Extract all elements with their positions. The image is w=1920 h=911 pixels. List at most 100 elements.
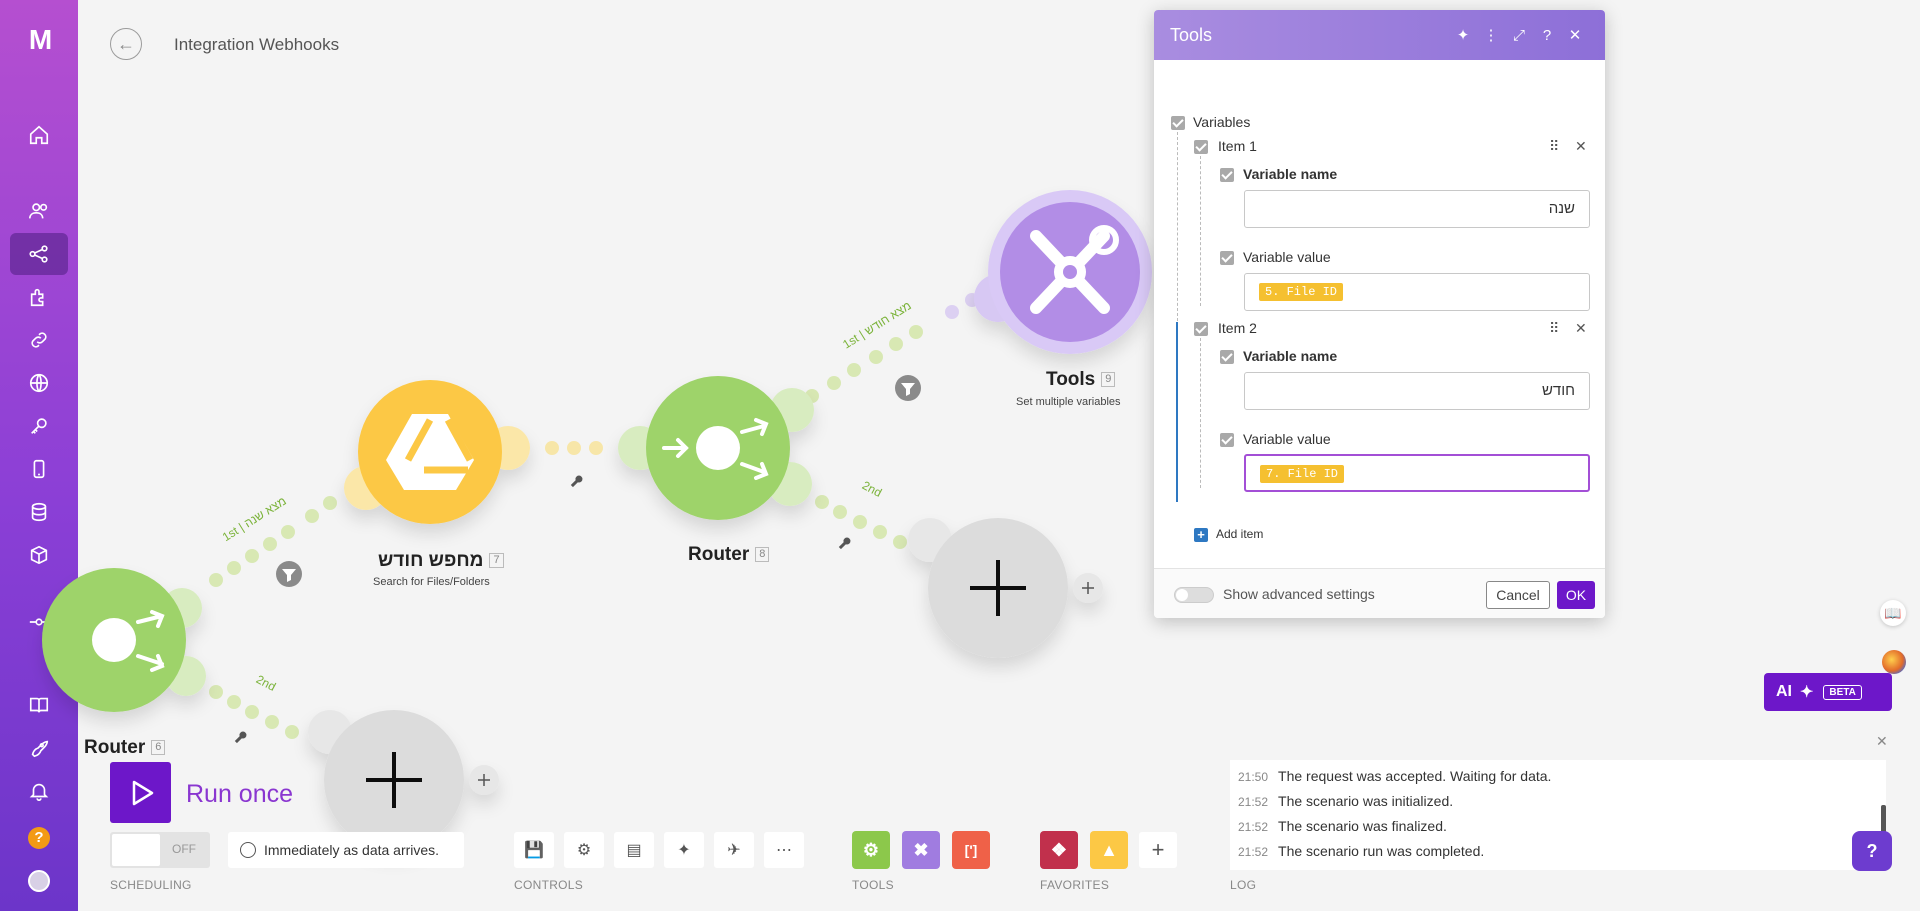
webhooks-icon[interactable]: ❖ [1040, 831, 1078, 869]
auto-align-icon[interactable]: ✦ [664, 832, 704, 868]
mapped-value-pill[interactable]: 5. File ID [1259, 283, 1344, 302]
make-logo[interactable]: M [28, 24, 52, 55]
add-favorite-icon[interactable]: + [1139, 832, 1177, 868]
toggle-knob [112, 834, 160, 866]
mapped-value-pill[interactable]: 7. File ID [1260, 465, 1345, 484]
support-chat-icon[interactable]: ? [1852, 831, 1892, 871]
variable-value-label: Variable value [1243, 249, 1331, 265]
explain-flow-icon[interactable]: ✈ [714, 832, 754, 868]
settings-icon[interactable]: ⚙ [564, 832, 604, 868]
cancel-button[interactable]: Cancel [1486, 581, 1550, 609]
notifications-icon[interactable] [10, 770, 68, 812]
variable-name-input[interactable]: שנה [1244, 190, 1590, 228]
drag-handle-icon[interactable]: ⠿ [1549, 320, 1560, 336]
more-icon[interactable]: ⋮ [1483, 27, 1499, 44]
scenarios-icon[interactable] [10, 233, 68, 275]
datastores-icon[interactable] [10, 491, 68, 533]
item-1-checkbox[interactable] [1194, 140, 1208, 154]
item-2-title: Item 2 [1218, 320, 1257, 336]
variable-name-label: Variable name [1243, 166, 1338, 182]
remove-item-icon[interactable]: ✕ [1575, 138, 1587, 154]
variable-value-label: Variable value [1243, 431, 1331, 447]
log-scrollbar[interactable] [1881, 805, 1886, 841]
variable-name-input[interactable]: חודש [1244, 372, 1590, 410]
variables-checkbox[interactable] [1171, 116, 1185, 130]
close-log-icon[interactable]: ✕ [1876, 733, 1888, 749]
remove-item-icon[interactable]: ✕ [1575, 320, 1587, 336]
ai-sparkle-icon[interactable]: ✦ [1456, 27, 1470, 44]
item-2-checkbox[interactable] [1194, 322, 1208, 336]
help-icon[interactable]: ? [28, 827, 50, 849]
section-label-favorites: FAVORITES [1040, 878, 1110, 892]
ai-assistant-button[interactable]: AI✦ BETA [1764, 673, 1892, 711]
team-icon[interactable] [10, 190, 68, 232]
docs-icon[interactable] [10, 684, 68, 726]
globe-icon[interactable] [1882, 650, 1906, 674]
help-icon[interactable]: ? [1542, 26, 1552, 44]
more-icon[interactable]: ⋯ [764, 832, 804, 868]
drive-7-subtitle: Search for Files/Folders [373, 576, 490, 588]
apps-icon[interactable] [10, 276, 68, 318]
text-parser-icon[interactable]: ['] [952, 831, 990, 869]
flow-control-icon[interactable]: ⚙ [852, 831, 890, 869]
devices-icon[interactable] [10, 448, 68, 490]
router-node-8 [618, 376, 814, 520]
variable-value-input[interactable]: 5. File ID [1244, 273, 1590, 311]
add-item-icon[interactable]: + [1194, 528, 1208, 542]
section-label-scheduling: SCHEDULING [110, 878, 192, 892]
home-icon[interactable] [10, 114, 68, 156]
wrench-icon [838, 537, 851, 550]
wrench-icon [234, 731, 247, 744]
launch-icon[interactable] [10, 727, 68, 769]
router-node-6 [42, 568, 206, 712]
run-once-label[interactable]: Run once [186, 780, 294, 808]
drag-handle-icon[interactable]: ⠿ [1549, 138, 1560, 154]
save-icon[interactable]: 💾 [514, 832, 554, 868]
variable-value-input[interactable]: 7. File ID [1244, 454, 1590, 492]
close-icon[interactable]: ✕ [1568, 27, 1582, 44]
expand-icon[interactable]: ⤢ [1512, 26, 1525, 44]
add-item-button[interactable]: Add item [1216, 527, 1264, 541]
avatar[interactable] [28, 870, 50, 892]
scheduling-toggle[interactable]: OFF [110, 832, 210, 868]
book-icon[interactable]: 📖 [1880, 600, 1906, 626]
webhooks-icon[interactable] [10, 362, 68, 404]
tools-9-subtitle: Set multiple variables [1016, 396, 1121, 408]
connection-router8-tools9 [783, 293, 979, 417]
variable-name-label: Variable name [1243, 348, 1338, 364]
arrow-left-icon[interactable]: ← [110, 28, 142, 60]
run-once-button[interactable] [110, 762, 171, 823]
connection-router6-drive7 [209, 496, 337, 587]
schedule-setting[interactable]: Immediately as data arrives. [228, 832, 464, 868]
keys-icon[interactable] [10, 405, 68, 447]
google-drive-icon[interactable]: ▲ [1090, 831, 1128, 869]
connections-icon[interactable] [10, 319, 68, 361]
advanced-settings-toggle[interactable] [1174, 587, 1214, 603]
tools-dialog: Tools ✦ ⋮ ⤢ ? ✕ Variables Item 1 ⠿ ✕ Var… [1154, 10, 1605, 618]
play-icon [132, 780, 153, 805]
datastructures-icon[interactable] [10, 534, 68, 576]
wrench-icon [570, 475, 583, 488]
variable-name-checkbox[interactable] [1220, 350, 1234, 364]
toggle-state: OFF [172, 842, 196, 856]
tools-node-9 [974, 190, 1152, 354]
scenario-title[interactable]: Integration Webhooks [174, 35, 340, 54]
variable-value-checkbox[interactable] [1220, 251, 1234, 265]
variable-name-checkbox[interactable] [1220, 168, 1234, 182]
dialog-body: Variables Item 1 ⠿ ✕ Variable name שנה V… [1154, 60, 1605, 568]
tools-icon[interactable]: ✖ [902, 831, 940, 869]
tree-line [1177, 132, 1178, 502]
notes-icon[interactable]: ▤ [614, 832, 654, 868]
advanced-settings-label: Show advanced settings [1223, 586, 1375, 602]
variable-value-checkbox[interactable] [1220, 433, 1234, 447]
clock-icon [240, 842, 256, 858]
dialog-header: Tools ✦ ⋮ ⤢ ? ✕ [1154, 10, 1605, 60]
ok-button[interactable]: OK [1557, 581, 1595, 609]
